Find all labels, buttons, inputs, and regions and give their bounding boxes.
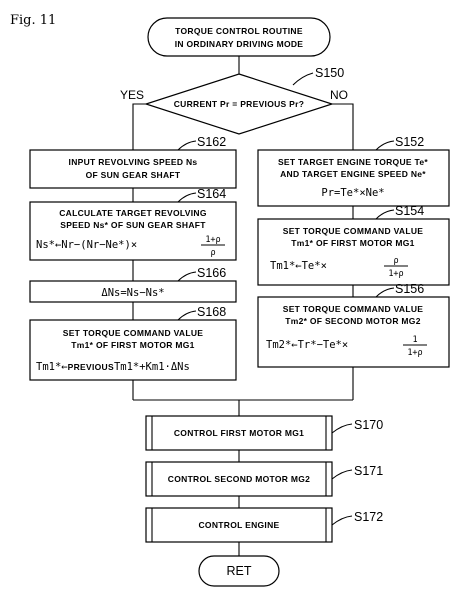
process-s168-equation-part-a: Tm1*←	[36, 361, 68, 373]
process-s164: CALCULATE TARGET REVOLVING SPEED Ns* OF …	[29, 187, 237, 261]
process-s172-box	[145, 507, 333, 543]
process-s154-fraction-numerator: ρ	[393, 256, 398, 266]
process-s166-step-label: S166	[197, 266, 226, 280]
process-s166: ΔNs=Ns−Ns* S166	[29, 266, 237, 303]
process-s162-line1: INPUT REVOLVING SPEED Ns	[69, 157, 198, 167]
process-s170-leader	[331, 423, 353, 434]
process-s171-leader	[331, 469, 353, 480]
process-s154-line2: Tm1* OF FIRST MOTOR MG1	[291, 238, 414, 248]
decision-diamond	[144, 73, 334, 135]
process-s172-step-label: S172	[354, 510, 383, 524]
process-s156-fraction-numerator: 1	[412, 335, 417, 345]
process-s171-box	[145, 461, 333, 497]
process-s154-equation: Tm1*←Te*×	[270, 260, 327, 272]
process-s168-line1: SET TORQUE COMMAND VALUE	[63, 328, 204, 338]
process-s168-equation-part-c: Tm1*+Km1·ΔNs	[114, 361, 190, 373]
decision-s150: CURRENT Pr = PREVIOUS Pr? S150 YES NO	[120, 66, 348, 135]
process-s152-box	[257, 149, 450, 207]
process-s166-leader	[177, 271, 197, 282]
start-terminal-line2: IN ORDINARY DRIVING MODE	[175, 39, 304, 49]
process-s168: SET TORQUE COMMAND VALUE Tm1* OF FIRST M…	[29, 305, 237, 381]
connector-yes-branch	[132, 103, 146, 150]
start-terminal-line1: TORQUE CONTROL ROUTINE	[175, 26, 303, 36]
decision-step-leader	[292, 72, 314, 86]
process-s156: SET TORQUE COMMAND VALUE Tm2* OF SECOND …	[257, 282, 450, 368]
process-s156-fraction-denominator: 1+ρ	[407, 348, 422, 358]
end-terminal-text: RET	[227, 564, 252, 578]
process-s172-text: CONTROL ENGINE	[198, 520, 279, 530]
process-s164-line1: CALCULATE TARGET REVOLVING	[59, 208, 207, 218]
figure-label: Fig. 11	[10, 13, 56, 28]
process-s164-fraction-denominator: ρ	[210, 248, 215, 258]
process-s152-line1: SET TARGET ENGINE TORQUE Te*	[278, 157, 428, 167]
process-s171: CONTROL SECOND MOTOR MG2 S171	[145, 461, 383, 497]
process-s152-step-label: S152	[395, 135, 424, 149]
process-s156-line1: SET TORQUE COMMAND VALUE	[283, 304, 424, 314]
process-s168-equation: Tm1*←PREVIOUSTm1*+Km1·ΔNs	[36, 361, 190, 373]
process-s156-leader	[375, 287, 395, 298]
connector-no-branch	[332, 103, 354, 150]
end-terminal-shape	[198, 555, 280, 587]
process-s172-leader	[331, 515, 353, 526]
process-s172: CONTROL ENGINE S172	[145, 507, 383, 543]
decision-yes-label: YES	[120, 88, 144, 102]
process-s164-fraction-numerator: 1+ρ	[205, 235, 220, 245]
process-s156-equation: Tm2*←Tr*−Te*×	[266, 339, 348, 351]
process-s154-box	[257, 218, 450, 286]
process-s154-fraction-denominator: 1+ρ	[388, 269, 403, 279]
process-s164-step-label: S164	[197, 187, 226, 201]
process-s171-step-label: S171	[354, 464, 383, 478]
process-s171-text: CONTROL SECOND MOTOR MG2	[168, 474, 310, 484]
process-s154: SET TORQUE COMMAND VALUE Tm1* OF FIRST M…	[257, 204, 450, 286]
process-s168-leader	[177, 310, 197, 321]
process-s168-equation-part-b: PREVIOUS	[68, 362, 114, 372]
process-s164-line2: SPEED Ns* OF SUN GEAR SHAFT	[60, 220, 206, 230]
process-s168-line2: Tm1* OF FIRST MOTOR MG1	[71, 340, 194, 350]
process-s154-line1: SET TORQUE COMMAND VALUE	[283, 226, 424, 236]
process-s164-leader	[177, 192, 197, 203]
decision-no-label: NO	[330, 88, 348, 102]
process-s152: SET TARGET ENGINE TORQUE Te* AND TARGET …	[257, 135, 450, 207]
process-s152-line2: AND TARGET ENGINE SPEED Ne*	[280, 169, 426, 179]
process-s152-leader	[375, 140, 395, 151]
process-s156-line2: Tm2* OF SECOND MOTOR MG2	[285, 316, 421, 326]
process-s164-box	[29, 201, 237, 261]
decision-text: CURRENT Pr = PREVIOUS Pr?	[174, 99, 305, 109]
process-s170-step-label: S170	[354, 418, 383, 432]
process-s152-equation: Pr=Te*×Ne*	[321, 187, 384, 199]
process-s166-equation: ΔNs=Ns−Ns*	[101, 287, 164, 299]
process-s170-box	[145, 415, 333, 451]
process-s162: INPUT REVOLVING SPEED Ns OF SUN GEAR SHA…	[29, 135, 237, 189]
decision-step-label: S150	[315, 66, 344, 80]
process-s168-step-label: S168	[197, 305, 226, 319]
end-terminal: RET	[198, 555, 280, 587]
process-s164-equation: Ns*←Nr−(Nr−Ne*)×	[36, 239, 137, 251]
process-s162-step-label: S162	[197, 135, 226, 149]
process-s156-step-label: S156	[395, 282, 424, 296]
process-s170-text: CONTROL FIRST MOTOR MG1	[174, 428, 304, 438]
process-s162-leader	[177, 140, 197, 151]
process-s168-box	[29, 319, 237, 381]
process-s162-box	[29, 149, 237, 189]
process-s170: CONTROL FIRST MOTOR MG1 S170	[145, 415, 383, 451]
process-s154-leader	[375, 209, 395, 220]
process-s154-step-label: S154	[395, 204, 424, 218]
start-terminal-shape	[147, 17, 331, 57]
process-s162-line2: OF SUN GEAR SHAFT	[86, 170, 181, 180]
process-s156-box	[257, 296, 450, 368]
start-terminal: TORQUE CONTROL ROUTINE IN ORDINARY DRIVI…	[147, 17, 331, 57]
